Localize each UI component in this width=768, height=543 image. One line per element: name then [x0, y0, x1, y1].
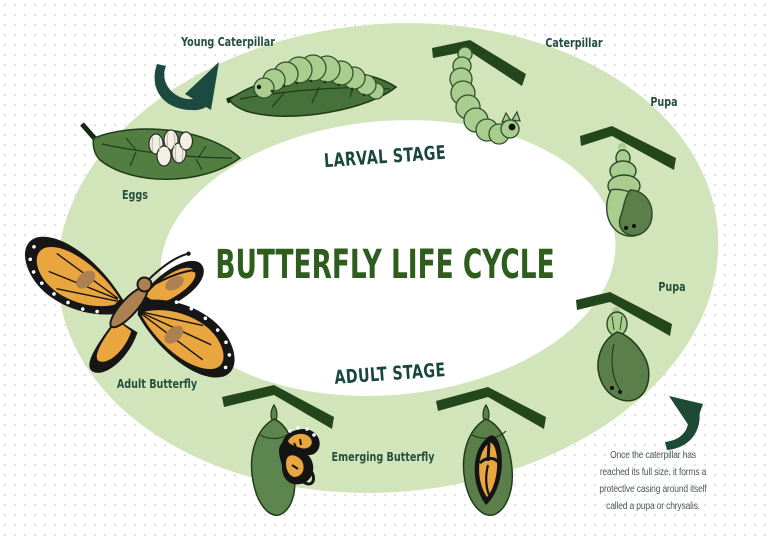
- label-adult-butterfly: Adult Butterfly: [116, 377, 198, 391]
- label-eggs: Eggs: [121, 188, 149, 202]
- curved-arrow-up-right-icon: [147, 52, 235, 118]
- pupa-right-illustration: [574, 286, 676, 416]
- chrysalis-with-wing-illustration: [436, 383, 550, 527]
- note-line: Once the caterpillar has: [610, 450, 696, 461]
- page-title: BUTTERFLY LIFE CYCLE: [215, 242, 555, 288]
- adult-butterfly-illustration: [25, 213, 237, 405]
- young-caterpillar-illustration: [224, 47, 402, 127]
- note-line: called a pupa or chrysalis.: [606, 501, 700, 512]
- caterpillar-illustration: [432, 36, 528, 158]
- note-line: reached its full size, it forms a: [599, 467, 707, 478]
- eggs-illustration: [78, 110, 248, 200]
- chrysalis-note: Once the caterpillar has reached its ful…: [593, 447, 714, 515]
- curved-arrow-up-left-icon: [657, 386, 711, 454]
- label-young-caterpillar: Young Caterpillar: [181, 35, 275, 49]
- label-pupa-right: Pupa: [658, 280, 686, 294]
- pupa-top-illustration: [578, 118, 680, 250]
- note-line: protective casing around itself: [599, 484, 707, 495]
- label-pupa-top: Pupa: [650, 95, 678, 109]
- label-caterpillar: Caterpillar: [545, 36, 603, 50]
- label-emerging-butterfly: Emerging Butterfly: [331, 450, 435, 464]
- emerging-butterfly-illustration: [222, 381, 338, 527]
